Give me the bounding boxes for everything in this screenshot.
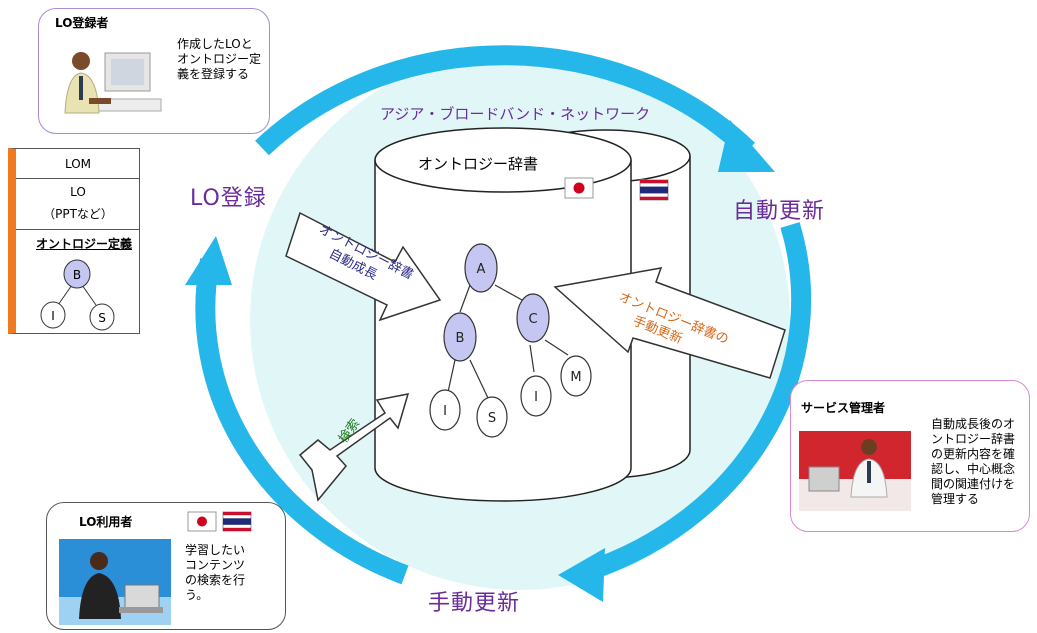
person-at-computer-icon (64, 52, 162, 114)
node-i1 (429, 389, 461, 431)
ontology-tree (429, 243, 592, 438)
user-title: LO利用者 (79, 515, 133, 529)
japan-flag-icon (187, 511, 217, 532)
node-label-a: A (477, 262, 486, 277)
lo-card-lom: LOM (64, 157, 92, 171)
admin-person-icon (799, 431, 911, 511)
node-label-m: M (570, 370, 581, 385)
registrant-desc: 作成したLOとオントロジー定義を登録する (177, 37, 262, 81)
thailand-flag-icon (639, 179, 669, 201)
cycle-label-lo-register: LO登録 (190, 186, 267, 211)
arrowhead-manual (558, 548, 605, 602)
lo-card-divider (16, 178, 140, 179)
node-s (476, 396, 508, 438)
cycle-arrowheads (185, 120, 775, 602)
node-label-b: B (456, 331, 465, 346)
user-person-icon (59, 539, 171, 625)
arrow-auto-to-manual (581, 222, 812, 582)
node-i2 (520, 375, 552, 417)
ontology-node-labels: A B C I S I M (443, 262, 582, 426)
user-card: LO利用者 学習したいコンテンツの検索を行う。 (46, 502, 286, 630)
lo-card-node-s: S (98, 311, 106, 325)
node-label-i2: I (534, 390, 538, 405)
arrow-register-to-auto (255, 45, 755, 158)
arrowhead-register (185, 236, 232, 285)
japan-flag-icon (564, 177, 594, 199)
cycle-label-auto-update: 自動更新 (733, 199, 826, 224)
lo-card-ontology-def: オントロジー定義 (36, 237, 133, 251)
lo-card-tree: B I S (40, 259, 115, 331)
node-a (464, 243, 498, 293)
arrowhead-auto (718, 120, 775, 172)
registrant-title: LO登録者 (55, 16, 109, 30)
arrow-manual-update: オントロジー辞書の 手動更新 (553, 267, 786, 379)
lo-card-node-b: B (73, 268, 81, 282)
thailand-flag-icon (222, 511, 252, 532)
dictionary-label: オントロジー辞書 (418, 155, 539, 173)
registrant-card: LO登録者 作成したLOとオントロジー定義を登録する (38, 8, 270, 134)
node-label-c: C (528, 312, 537, 327)
node-c (516, 293, 550, 343)
lo-card-ppt: （PPTなど） (43, 207, 113, 221)
arrow-manual-to-register (195, 258, 409, 585)
admin-title: サービス管理者 (801, 401, 886, 415)
user-flags (187, 511, 252, 532)
admin-desc: 自動成長後のオントロジー辞書の更新内容を確認し、中心概念間の関連付けを管理する (931, 417, 1016, 506)
node-label-s: S (488, 411, 496, 426)
admin-card: サービス管理者 自動成長後のオントロジー辞書の更新内容を確認し、中心概念間の関連… (790, 380, 1030, 532)
lo-card: LOM LO （PPTなど） オントロジー定義 B I S (8, 148, 140, 334)
node-label-i1: I (443, 404, 447, 419)
network-label: アジア・ブロードバンド・ネットワーク (380, 105, 651, 123)
node-b (443, 312, 477, 362)
lo-card-node-i: I (51, 309, 55, 323)
user-desc: 学習したいコンテンツの検索を行う。 (185, 543, 246, 602)
cycle-arrows (195, 45, 812, 585)
lo-card-lo: LO (70, 185, 86, 199)
lo-card-divider (16, 229, 140, 230)
cycle-label-manual-update: 手動更新 (428, 591, 521, 616)
node-m (560, 355, 592, 397)
